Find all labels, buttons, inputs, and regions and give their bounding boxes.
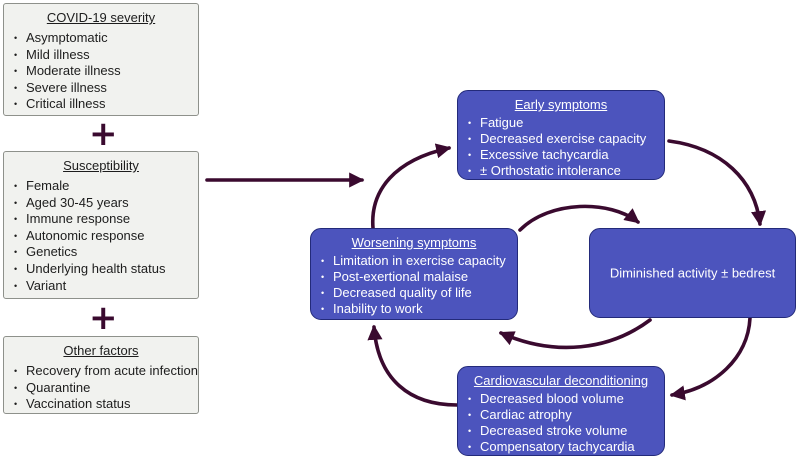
arrow-diminished-to-cardio bbox=[669, 316, 752, 401]
list-item: Decreased quality of life bbox=[321, 285, 507, 301]
other-factors-box: Other factors Recovery from acute infect… bbox=[3, 336, 199, 414]
early-symptoms-list: Fatigue Decreased exercise capacity Exce… bbox=[468, 115, 654, 179]
list-item: Aged 30-45 years bbox=[14, 195, 188, 212]
susceptibility-list: Female Aged 30-45 years Immune response … bbox=[14, 178, 188, 294]
covid-severity-title: COVID-19 severity bbox=[46, 10, 156, 25]
list-item: Asymptomatic bbox=[14, 30, 188, 47]
covid-severity-list: Asymptomatic Mild illness Moderate illne… bbox=[14, 30, 188, 113]
cardiovascular-deconditioning-list: Decreased blood volume Cardiac atrophy D… bbox=[468, 391, 654, 455]
list-item: Post-exertional malaise bbox=[321, 269, 507, 285]
early-symptoms-title: Early symptoms bbox=[514, 97, 608, 112]
worsening-symptoms-title: Worsening symptoms bbox=[351, 235, 477, 250]
arrow-worsening-to-diminished-inner bbox=[518, 204, 640, 232]
list-item: Moderate illness bbox=[14, 63, 188, 80]
list-item: Compensatory tachycardia bbox=[468, 439, 654, 455]
list-item: Critical illness bbox=[14, 96, 188, 113]
arrow-worsening-to-early bbox=[371, 143, 452, 230]
list-item: Excessive tachycardia bbox=[468, 147, 654, 163]
list-item: Fatigue bbox=[468, 115, 654, 131]
list-item: Inability to work bbox=[321, 301, 507, 317]
arrow-cardio-to-worsening bbox=[367, 324, 459, 407]
list-item: Decreased stroke volume bbox=[468, 423, 654, 439]
cardiovascular-deconditioning-box: Cardiovascular deconditioning Decreased … bbox=[457, 366, 665, 456]
other-factors-list: Recovery from acute infection Quarantine… bbox=[14, 363, 198, 413]
list-item: Cardiac atrophy bbox=[468, 407, 654, 423]
list-item: Decreased exercise capacity bbox=[468, 131, 654, 147]
list-item: Vaccination status bbox=[14, 396, 188, 413]
list-item: ± Orthostatic intolerance bbox=[468, 163, 654, 179]
list-item: Immune response bbox=[14, 211, 188, 228]
list-item: Limitation in exercise capacity bbox=[321, 253, 507, 269]
cardiovascular-deconditioning-title: Cardiovascular deconditioning bbox=[473, 373, 649, 388]
list-item: Decreased blood volume bbox=[468, 391, 654, 407]
susceptibility-title: Susceptibility bbox=[63, 158, 139, 173]
list-item: Recovery from acute infection bbox=[14, 363, 198, 380]
list-item: Severe illness bbox=[14, 80, 188, 97]
diminished-activity-label: Diminished activity ± bedrest bbox=[609, 265, 776, 281]
list-item: Mild illness bbox=[14, 47, 188, 64]
arrow-early-to-diminished bbox=[667, 139, 767, 227]
susceptibility-box: Susceptibility Female Aged 30-45 years I… bbox=[3, 151, 199, 299]
diminished-activity-box: Diminished activity ± bedrest bbox=[589, 228, 796, 318]
plus-icon: + bbox=[89, 298, 118, 338]
covid-severity-box: COVID-19 severity Asymptomatic Mild illn… bbox=[3, 3, 199, 116]
list-item: Underlying health status bbox=[14, 261, 188, 278]
early-symptoms-box: Early symptoms Fatigue Decreased exercis… bbox=[457, 90, 665, 180]
worsening-symptoms-list: Limitation in exercise capacity Post-exe… bbox=[321, 253, 507, 317]
worsening-symptoms-box: Worsening symptoms Limitation in exercis… bbox=[310, 228, 518, 320]
list-item: Quarantine bbox=[14, 380, 188, 397]
list-item: Variant bbox=[14, 278, 188, 295]
list-item: Female bbox=[14, 178, 188, 195]
list-item: Genetics bbox=[14, 244, 188, 261]
other-factors-title: Other factors bbox=[63, 343, 139, 358]
list-item: Autonomic response bbox=[14, 228, 188, 245]
plus-icon: + bbox=[89, 114, 118, 154]
arrow-diminished-to-worsening-inner bbox=[498, 318, 652, 350]
